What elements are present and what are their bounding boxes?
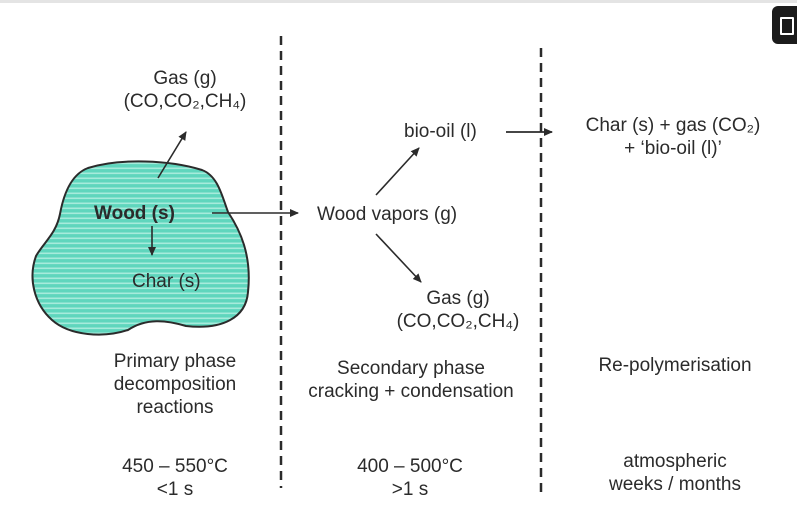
char-label: Char (s) (132, 271, 201, 292)
top-border (0, 0, 797, 3)
secondary-gas-label: Gas (g) (CO,CO₂,CH₄) (396, 288, 520, 332)
primary-phase-conditions: 450 – 550°C <1 s (122, 456, 228, 500)
primary-phase-caption: Primary phase decomposition reactions (113, 351, 237, 418)
repolymerisation-conditions: atmospheric weeks / months (609, 451, 741, 495)
final-products-label: Char (s) + gas (CO₂) + ‘bio-oil (l)’ (585, 115, 761, 159)
secondary-phase-conditions: 400 – 500°C >1 s (357, 456, 463, 500)
arrow-vapors-to-biooil (375, 147, 420, 196)
wood-particle-shape (31, 160, 250, 336)
wood-vapors-label: Wood vapors (g) (317, 204, 458, 225)
secondary-phase-caption: Secondary phase cracking + condensation (308, 358, 514, 402)
biooil-label: bio-oil (l) (404, 121, 477, 142)
document-icon[interactable] (772, 6, 797, 44)
repolymerisation-caption: Re-polymerisation (598, 355, 752, 376)
primary-gas-label: Gas (g) (CO,CO₂,CH₄) (123, 68, 247, 112)
arrow-vapors-to-gas (375, 233, 422, 283)
arrow-wood-to-gas (157, 131, 187, 179)
wood-label: Wood (s) (94, 203, 175, 224)
